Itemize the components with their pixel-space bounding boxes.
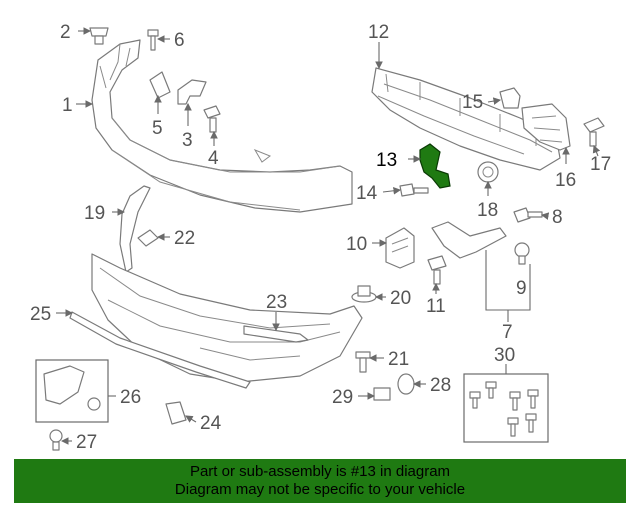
callout-12[interactable]: 12 (368, 22, 389, 43)
clip-nut-part[interactable] (89, 27, 109, 45)
bracket-part-3[interactable] (177, 79, 207, 105)
callout-22[interactable]: 22 (174, 228, 195, 249)
bracket-part-15[interactable] (499, 87, 521, 109)
callout-9[interactable]: 9 (516, 278, 527, 299)
callout-20[interactable]: 20 (390, 288, 411, 309)
callout-1[interactable]: 1 (62, 95, 73, 116)
bolt-part-11[interactable] (427, 255, 447, 285)
bracket-part-24[interactable] (165, 401, 187, 425)
callout-24[interactable]: 24 (200, 413, 222, 434)
pad-part-22[interactable] (137, 229, 159, 247)
part-26-box[interactable] (35, 359, 109, 423)
pad-part-29[interactable] (373, 387, 391, 401)
part-30-screw-kit-box[interactable] (463, 373, 549, 443)
callout-11[interactable]: 11 (426, 296, 446, 317)
lower-valance-part[interactable] (91, 253, 363, 383)
bracket-part-13-highlighted[interactable] (419, 143, 451, 189)
info-banner: Part or sub-assembly is #13 in diagram D… (14, 459, 626, 503)
callout-29[interactable]: 29 (332, 387, 353, 408)
bracket-plate-part-5[interactable] (149, 71, 171, 99)
callout-27[interactable]: 27 (76, 432, 97, 453)
callout-14[interactable]: 14 (356, 183, 378, 204)
bumper-cover-part[interactable] (91, 39, 353, 213)
bolt-part-17[interactable] (583, 117, 605, 147)
callout-26[interactable]: 26 (120, 387, 141, 408)
bolt-part-8[interactable] (513, 207, 543, 223)
bolt-part-14[interactable] (399, 183, 429, 197)
ring-part-28[interactable] (397, 373, 415, 395)
side-bracket-part-16[interactable] (521, 103, 571, 151)
callout-25[interactable]: 25 (30, 304, 51, 325)
callout-19[interactable]: 19 (84, 203, 105, 224)
callout-28[interactable]: 28 (430, 375, 451, 396)
screw-part-4[interactable] (203, 105, 221, 133)
callout-labels: 2 6 1 5 3 4 12 15 16 17 13 18 14 8 19 22… (30, 22, 611, 453)
bolt-part-21[interactable] (355, 351, 371, 373)
callout-7[interactable]: 7 (502, 322, 513, 343)
callout-3[interactable]: 3 (182, 130, 193, 151)
banner-line-1: Part or sub-assembly is #13 in diagram (189, 463, 451, 480)
callout-30[interactable]: 30 (494, 345, 515, 366)
screw-part-6[interactable] (147, 29, 159, 51)
molding-strip-part-23[interactable] (243, 325, 309, 343)
grommet-part-18[interactable] (477, 161, 499, 183)
clip-part-20[interactable] (351, 285, 377, 303)
callout-6[interactable]: 6 (174, 30, 185, 51)
bracket-part-10[interactable] (385, 227, 415, 269)
callout-5[interactable]: 5 (152, 118, 163, 139)
callout-15[interactable]: 15 (462, 92, 483, 113)
callout-17[interactable]: 17 (590, 154, 611, 175)
callout-8[interactable]: 8 (552, 207, 563, 228)
callout-2[interactable]: 2 (60, 22, 71, 43)
callout-21[interactable]: 21 (388, 349, 409, 370)
side-reinforcement-part-19[interactable] (119, 185, 151, 273)
lower-strip-part-25[interactable] (69, 311, 251, 389)
callout-16[interactable]: 16 (555, 170, 576, 191)
reinforcement-beam-part[interactable] (371, 67, 561, 171)
leader-lines (56, 27, 601, 445)
callout-18[interactable]: 18 (477, 200, 498, 221)
retainer-part-9[interactable] (514, 242, 530, 265)
callout-4[interactable]: 4 (208, 148, 219, 169)
callout-23[interactable]: 23 (266, 292, 287, 313)
side-bracket-part-7[interactable] (431, 221, 507, 259)
banner-line-2: Diagram may not be specific to your vehi… (174, 481, 466, 498)
callout-10[interactable]: 10 (346, 234, 367, 255)
clip-part-27[interactable] (49, 429, 63, 451)
callout-13[interactable]: 13 (376, 150, 397, 171)
